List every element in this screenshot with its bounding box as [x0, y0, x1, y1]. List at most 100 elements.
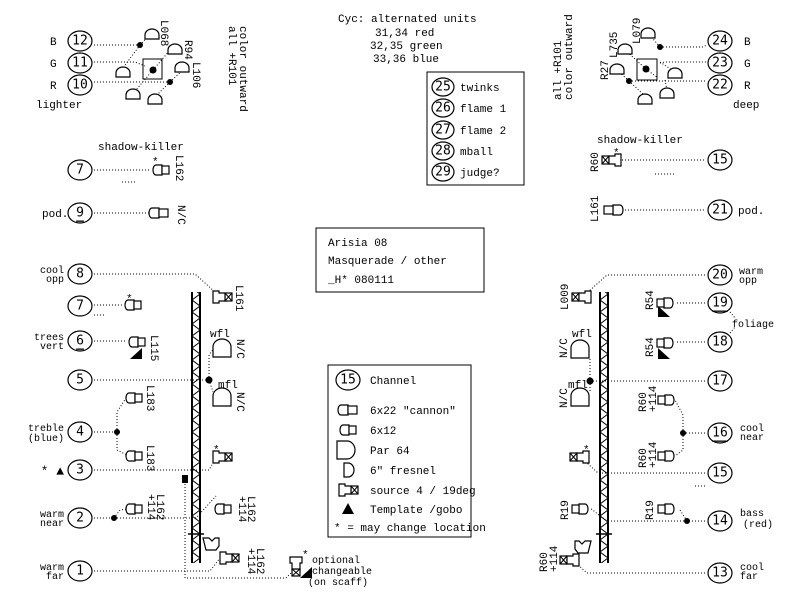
- channel-19[interactable]: 19: [707, 292, 733, 314]
- channel-8[interactable]: 8: [67, 263, 93, 285]
- 6x12-fixture-icon[interactable]: [125, 450, 143, 462]
- gel-label: L183: [143, 445, 155, 471]
- source4-fixture-icon[interactable]: [571, 290, 592, 304]
- 6x12-fixture-icon[interactable]: [571, 503, 589, 515]
- par64-icon[interactable]: [212, 338, 232, 358]
- may-change-star: *: [152, 157, 159, 169]
- 6x12-fixture-icon[interactable]: [128, 336, 146, 348]
- junction-dot: [680, 430, 686, 436]
- par64-icon[interactable]: [212, 387, 232, 407]
- channel-10[interactable]: 10: [67, 74, 93, 96]
- gel-label: R60: [638, 448, 650, 468]
- gel-label: L161: [590, 195, 602, 222]
- legend-label: 6x12: [370, 426, 396, 438]
- par64-icon[interactable]: [570, 387, 590, 407]
- wfl-label: wfl: [572, 329, 592, 341]
- cyc-line: 33,36 blue: [373, 54, 439, 66]
- channel-2[interactable]: 2: [67, 507, 93, 529]
- cannon-fixture-icon[interactable]: [603, 204, 624, 216]
- gel-label: R60: [539, 552, 551, 572]
- 6x12-fixture-icon[interactable]: [656, 337, 674, 349]
- channel-4[interactable]: 4: [67, 421, 93, 443]
- 6x12-fixture-icon[interactable]: [657, 450, 675, 462]
- gobo-icon: [130, 348, 142, 359]
- svg-text:24: 24: [712, 34, 728, 49]
- 6x12-fixture-icon[interactable]: [657, 394, 675, 406]
- channel-6[interactable]: 6: [67, 330, 93, 352]
- channel-26[interactable]: 26: [431, 98, 455, 118]
- gel-label: L735: [609, 32, 621, 58]
- mirror-ball-icon[interactable]: [574, 540, 592, 554]
- fresnel-icon[interactable]: [609, 63, 625, 75]
- channel-1[interactable]: 1: [67, 560, 93, 582]
- channel-17[interactable]: 17: [707, 370, 733, 392]
- channel-20[interactable]: 20: [707, 264, 733, 286]
- gel-label: R19: [645, 500, 657, 520]
- cannon-fixture-icon[interactable]: [148, 207, 169, 219]
- fresnel-icon[interactable]: [637, 93, 653, 105]
- channel-3[interactable]: 3: [67, 459, 93, 481]
- wfl-label: wfl: [210, 329, 230, 341]
- svg-text:4: 4: [76, 425, 84, 440]
- 6x12-fixture-icon[interactable]: [657, 503, 675, 515]
- channel-14[interactable]: 14: [707, 510, 733, 532]
- legend-label: Channel: [370, 376, 416, 388]
- channel-7[interactable]: 7: [67, 295, 93, 317]
- title-line: Masquerade / other: [328, 256, 447, 268]
- gel-label: L161: [232, 285, 244, 312]
- gel-label: R54: [645, 337, 657, 357]
- channel-15[interactable]: 15: [707, 462, 733, 484]
- fresnel-icon[interactable]: [147, 93, 163, 105]
- svg-text:15: 15: [712, 153, 728, 168]
- fresnel-icon: [343, 462, 355, 478]
- gel-label: L068: [157, 20, 169, 46]
- channel-label: mball: [460, 147, 493, 159]
- channel-16[interactable]: 16: [707, 422, 733, 444]
- fresnel-icon[interactable]: [667, 67, 683, 79]
- source4-fixture-icon[interactable]: [289, 556, 303, 577]
- 6x12-fixture-icon[interactable]: [656, 297, 674, 309]
- channel-desc: opp: [46, 275, 64, 286]
- channel-desc: bass: [740, 508, 764, 520]
- channel-5[interactable]: 5: [67, 369, 93, 391]
- 6x12-fixture-icon[interactable]: [125, 392, 143, 404]
- source4-fixture-icon: [338, 483, 359, 497]
- svg-text:20: 20: [712, 268, 728, 283]
- fresnel-icon[interactable]: [659, 87, 675, 99]
- channel-22[interactable]: 22: [707, 74, 733, 96]
- fresnel-icon[interactable]: [144, 28, 160, 40]
- channel-desc: (blue): [28, 433, 64, 445]
- color-tag: R: [744, 81, 751, 93]
- fresnel-icon[interactable]: [167, 43, 183, 55]
- par64-icon[interactable]: [570, 339, 590, 359]
- cyc-title: Cyc: alternated units: [338, 14, 477, 26]
- svg-text:8: 8: [76, 267, 84, 282]
- source4-fixture-icon[interactable]: [559, 553, 580, 567]
- channel-desc: warm: [739, 267, 763, 278]
- 6x12-fixture-icon[interactable]: [214, 503, 232, 515]
- fresnel-icon[interactable]: [125, 88, 141, 100]
- 6x12-fixture-icon[interactable]: [125, 503, 143, 515]
- svg-text:1: 1: [76, 564, 84, 579]
- svg-text:23: 23: [712, 56, 728, 71]
- channel-15[interactable]: 15: [707, 149, 733, 171]
- channel-18[interactable]: 18: [707, 331, 733, 353]
- fresnel-icon[interactable]: [174, 61, 190, 73]
- source4-fixture-icon[interactable]: [212, 290, 233, 304]
- gel-label: N/C: [559, 388, 571, 408]
- channel-28[interactable]: 28: [431, 141, 455, 161]
- fresnel-icon[interactable]: [115, 66, 131, 78]
- channel-21[interactable]: 21: [707, 199, 733, 221]
- channel-11[interactable]: 11: [67, 52, 93, 74]
- channel-9[interactable]: 9: [67, 202, 93, 224]
- mirror-ball-icon[interactable]: [202, 537, 220, 551]
- channel-7[interactable]: 7: [67, 159, 93, 181]
- channel-12[interactable]: 12: [67, 30, 93, 52]
- channel-27[interactable]: 27: [431, 120, 455, 140]
- channel-25[interactable]: 25: [431, 77, 455, 97]
- channel-29[interactable]: 29: [431, 162, 455, 182]
- channel-24[interactable]: 24: [707, 30, 733, 52]
- source4-fixture-icon[interactable]: [219, 551, 240, 565]
- channel-13[interactable]: 13: [707, 562, 733, 584]
- channel-23[interactable]: 23: [707, 52, 733, 74]
